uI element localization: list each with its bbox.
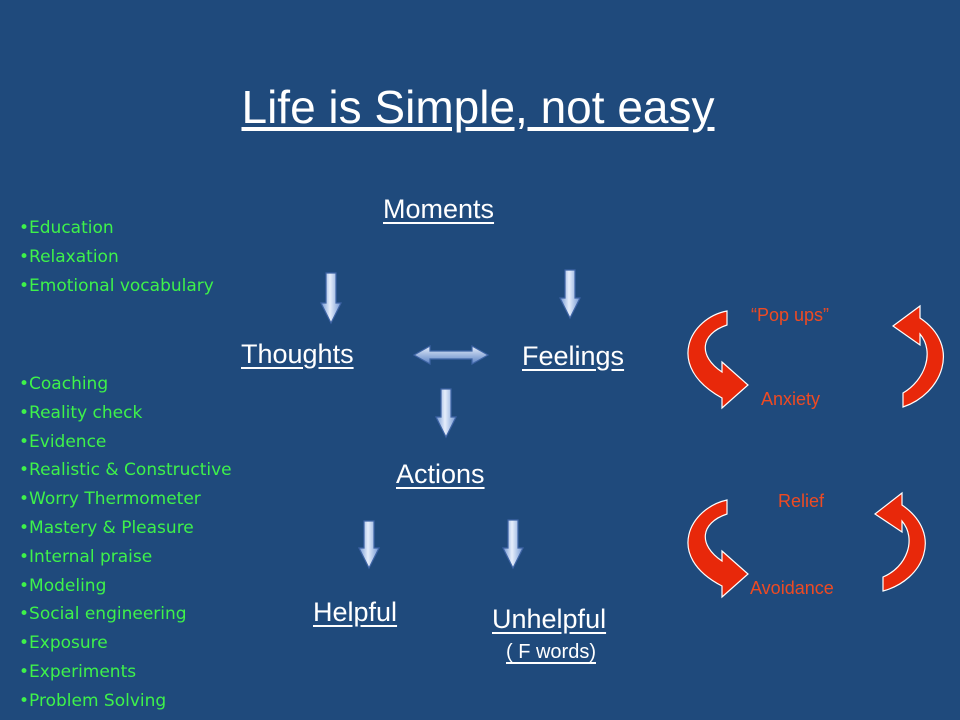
- down-arrow-unhelpful: [502, 519, 524, 570]
- node-feelings: Feelings: [522, 341, 625, 371]
- list-item: •Worry Thermometer: [19, 489, 201, 510]
- node-helpful: Helpful: [313, 597, 398, 627]
- down-arrow-helpful: [358, 520, 380, 570]
- list-item: •Experiments: [19, 661, 137, 682]
- list-item: •Internal praise: [19, 546, 153, 567]
- node-thoughts: Thoughts: [241, 339, 354, 369]
- down-arrow-moments-feelings: [559, 269, 581, 320]
- list-item: •Exposure: [19, 633, 108, 654]
- cycle-bottom-left-arrow: [687, 499, 749, 599]
- down-arrow-moments-thoughts: [320, 272, 342, 325]
- down-arrow-actions: [435, 388, 457, 439]
- list-item: •Problem Solving: [19, 690, 167, 711]
- cycle-bottom-label-avoidance: Avoidance: [750, 578, 834, 598]
- node-unhelpful-note: ( F words): [506, 641, 596, 663]
- node-actions: Actions: [396, 459, 485, 489]
- list-item: •Coaching: [19, 374, 109, 394]
- cycle-bottom-label-relief: Relief: [778, 491, 825, 511]
- list-item: •Evidence: [19, 431, 107, 452]
- list-item: •Social engineering: [19, 604, 187, 625]
- cycle-top-left-arrow: [687, 310, 749, 410]
- double-arrow-thoughts-feelings: [412, 344, 490, 366]
- list-item: •Mastery & Pleasure: [19, 517, 194, 538]
- strategy-list-top: •Education •Relaxation •Emotional vocabu…: [19, 214, 214, 300]
- list-item: •Reality check: [19, 402, 143, 423]
- cycle-top-label-popups: “Pop ups”: [751, 305, 830, 325]
- cycle-bottom-right-arrow: [873, 491, 926, 592]
- node-unhelpful: Unhelpful: [492, 604, 607, 634]
- strategy-list-bottom: •Coaching •Reality check •Evidence •Real…: [19, 370, 232, 716]
- list-item: •Education: [19, 218, 114, 238]
- list-item: •Modeling: [19, 575, 107, 596]
- node-moments: Moments: [383, 194, 495, 224]
- list-item: •Realistic & Constructive: [19, 460, 232, 481]
- cycle-top-label-anxiety: Anxiety: [761, 389, 821, 409]
- cycle-top-right-arrow: [891, 304, 944, 408]
- list-item: •Relaxation: [19, 246, 119, 267]
- page-title: Life is Simple, not easy: [241, 81, 715, 133]
- list-item: •Emotional vocabulary: [19, 275, 214, 296]
